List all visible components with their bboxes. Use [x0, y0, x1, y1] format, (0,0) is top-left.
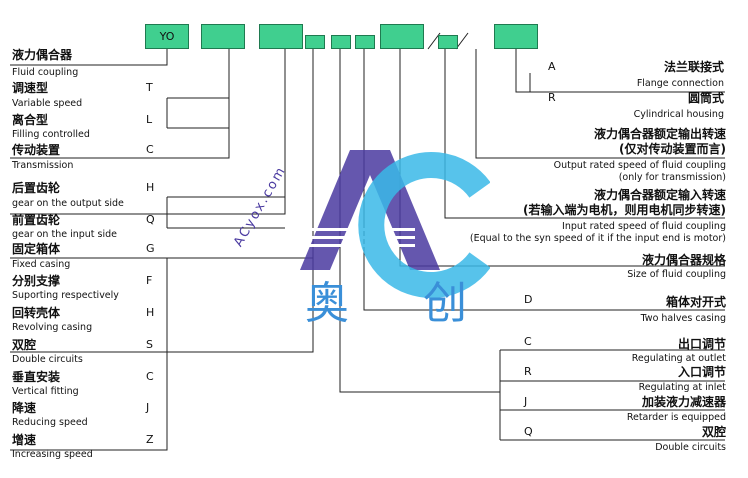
label-flange-cn: 法兰联接式 [663, 60, 724, 74]
code-d: D [524, 293, 533, 306]
code-l: L [146, 113, 153, 126]
code-a: A [548, 60, 556, 73]
code-box-3 [259, 24, 303, 49]
code-box-4 [305, 35, 325, 49]
label-increasing-cn: 增速 [12, 433, 37, 447]
label-fixed-casing-cn: 固定箱体 [12, 242, 61, 256]
code-box-7 [380, 24, 424, 49]
code-c-vertical: C [146, 370, 154, 383]
code-s: S [146, 338, 153, 351]
label-cylindrical-cn: 圆筒式 [687, 91, 724, 105]
label-two-halves-cn: 箱体对开式 [665, 295, 726, 309]
label-input-speed-note-en: (Equal to the syn speed of it if the inp… [469, 233, 726, 244]
label-reducing-en: Reducing speed [12, 417, 88, 428]
label-supporting-cn: 分别支撑 [12, 274, 61, 288]
label-retarder-en: Retarder is equipped [626, 412, 726, 423]
label-fluid-coupling-cn: 液力偶合器 [12, 48, 73, 62]
label-filling-controlled-en: Filling controlled [12, 129, 90, 140]
label-variable-speed-cn: 调速型 [12, 81, 49, 95]
code-r-regulating: R [524, 365, 532, 378]
label-vertical-en: Vertical fitting [12, 386, 79, 397]
label-increasing-en: Increasing speed [12, 449, 93, 460]
code-h-gear: H [146, 181, 155, 194]
watermark-chinese: 奥 创 [305, 278, 497, 329]
code-z: Z [146, 433, 154, 446]
label-revolving-cn: 回转壳体 [12, 306, 61, 320]
label-two-halves-en: Two halves casing [640, 313, 726, 324]
label-inlet-cn: 入口调节 [677, 365, 726, 379]
label-fixed-casing-en: Fixed casing [12, 259, 71, 270]
label-retarder-cn: 加装液力减速器 [641, 395, 726, 409]
label-size-cn: 液力偶合器规格 [641, 253, 726, 267]
label-gear-input-en: gear on the input side [12, 229, 118, 240]
label-gear-output-cn: 后置齿轮 [12, 181, 61, 195]
label-double-circuits-cn: 双腔 [12, 338, 37, 352]
code-r-housing: R [548, 91, 556, 104]
label-transmission-en: Transmission [12, 160, 74, 171]
code-f: F [146, 274, 153, 287]
label-outlet-en: Regulating at outlet [631, 353, 726, 364]
code-h-casing: H [146, 306, 155, 319]
code-c: C [146, 143, 154, 156]
label-output-speed-cn: 液力偶合器额定输出转速 [593, 127, 726, 141]
watermark [240, 130, 491, 330]
code-box-9 [494, 24, 538, 49]
code-j: J [146, 401, 150, 414]
label-double-circuits-en: Double circuits [12, 354, 83, 365]
code-j-retarder: J [524, 395, 528, 408]
code-box-8 [438, 35, 458, 49]
code-box-6 [355, 35, 375, 49]
code-box-yo: YO [145, 24, 189, 49]
label-outlet-cn: 出口调节 [677, 337, 726, 351]
label-cylindrical-en: Cylindrical housing [633, 109, 724, 120]
label-supporting-en: Suporting respectively [12, 290, 119, 301]
code-box-5 [331, 35, 351, 49]
code-q-double: Q [524, 425, 533, 438]
label-input-speed-en: Input rated speed of fluid coupling [562, 221, 726, 232]
code-c-regulating: C [524, 335, 532, 348]
label-vertical-cn: 垂直安装 [12, 370, 61, 384]
label-input-speed-cn: 液力偶合器额定输入转速 [593, 188, 726, 202]
label-variable-speed-en: Variable speed [12, 98, 83, 109]
label-output-speed-en: Output rated speed of fluid coupling [553, 160, 726, 171]
label-size-en: Size of fluid coupling [627, 269, 726, 280]
label-gear-input-cn: 前置齿轮 [12, 213, 61, 227]
watermark-logo [285, 150, 491, 298]
label-inlet-en: Regulating at inlet [638, 382, 726, 393]
label-filling-controlled-cn: 离合型 [12, 113, 49, 127]
label-input-speed-note-cn: (若输入端为电机，则用电机同步转速) [523, 203, 726, 217]
code-q-gear: Q [146, 213, 155, 226]
label-output-speed-note-en: (only for transmission) [618, 172, 726, 183]
label-gear-output-en: gear on the output side [12, 198, 124, 209]
label-output-speed-note-cn: (仅对传动装置而言) [619, 142, 726, 156]
label-reducing-cn: 降速 [12, 401, 37, 415]
label-double-cn: 双腔 [701, 425, 726, 439]
label-double-en: Double circuits [655, 442, 726, 453]
code-g: G [146, 242, 155, 255]
label-fluid-coupling-en: Fluid coupling [12, 67, 79, 78]
label-revolving-en: Revolving casing [12, 322, 93, 333]
code-box-2 [201, 24, 245, 49]
code-t: T [146, 81, 153, 94]
label-transmission-cn: 传动装置 [12, 143, 61, 157]
label-flange-en: Flange connection [636, 78, 724, 89]
